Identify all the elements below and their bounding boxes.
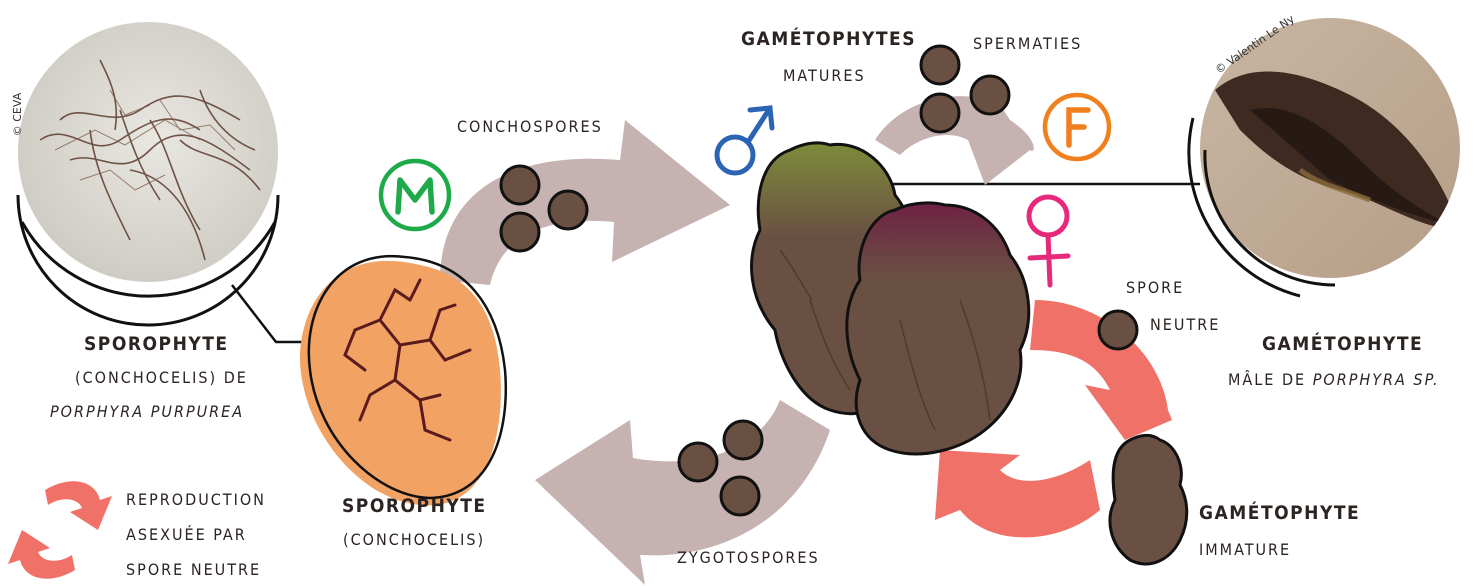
sporophyte-photo-species: Porphyra purpurea — [50, 402, 244, 421]
zygotospores-label: Zygotospores — [677, 548, 820, 567]
gametophyte-photo-subtitle: mâle de Porphyra sp. — [1228, 370, 1440, 389]
sporophyte-subtitle: (conchocelis) — [343, 530, 485, 549]
legend-line-3: spore neutre — [126, 560, 261, 579]
sporophyte-title: Sporophyte — [342, 495, 487, 517]
mature-gametophytes-subtitle: matures — [783, 66, 866, 85]
mature-gametophytes — [752, 143, 1029, 454]
sporophyte-photo-subtitle: (conchocelis) de — [75, 368, 248, 387]
conchospores-label: Conchospores — [457, 117, 603, 136]
photo-credit-left: © CEVA — [11, 93, 24, 136]
mature-gametophytes-title: Gamétophytes — [741, 28, 916, 50]
legend-line-1: Reproduction — [126, 490, 266, 509]
sporophyte-blob — [300, 256, 506, 505]
sporophyte-photo-title: Sporophyte — [84, 333, 229, 355]
spermaties-label: Spermaties — [973, 34, 1082, 53]
gametophyte-photo-title: Gamétophyte — [1262, 333, 1423, 355]
neutral-spore-label-2: neutre — [1150, 315, 1220, 334]
legend-arrows — [8, 481, 112, 578]
immature-gametophyte-subtitle: immature — [1199, 540, 1291, 559]
sporophyte-photo — [10, 10, 300, 325]
female-symbol — [1029, 197, 1068, 285]
legend-line-2: asexuée par — [126, 525, 247, 544]
neutral-spore — [1099, 311, 1137, 349]
fertilization-symbol — [1045, 95, 1109, 159]
immature-gametophyte-title: Gamétophyte — [1199, 502, 1360, 524]
neutral-spore-label-1: Spore — [1126, 278, 1184, 297]
immature-gametophyte — [1110, 435, 1187, 564]
meiosis-symbol — [381, 161, 449, 229]
male-symbol — [717, 108, 772, 173]
neutral-spore-arrow-2 — [935, 450, 1100, 537]
